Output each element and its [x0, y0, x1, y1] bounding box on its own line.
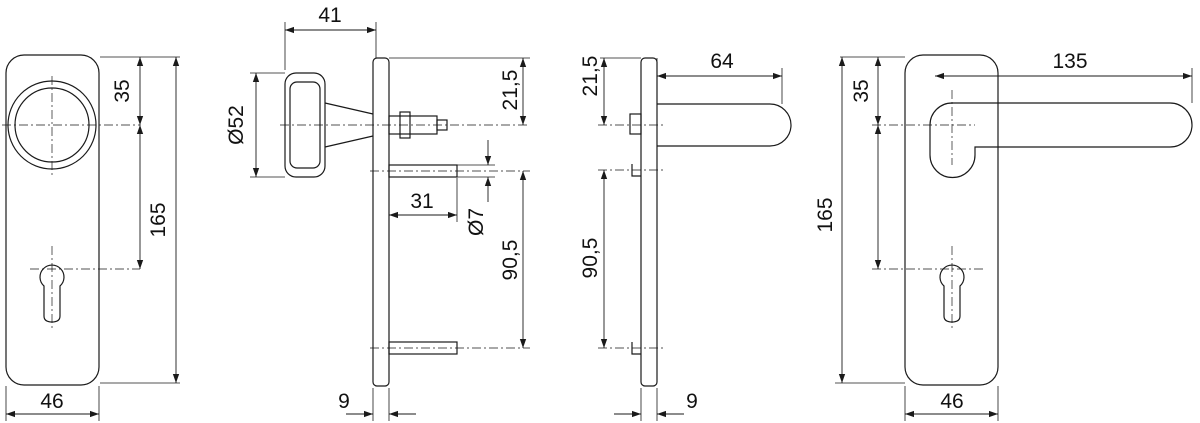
knob-rose-plate	[5, 54, 100, 386]
dim-lever-offset: 35	[850, 79, 873, 102]
dim-lever-plate-thickness: 9	[686, 390, 698, 413]
side-view-knob: 41 Ø52 21,5 31 Ø7 90,5 9	[225, 4, 530, 421]
dim-lever-spindle-offset: 21,5	[579, 56, 602, 97]
lever-handle-front	[929, 102, 1193, 179]
front-view-lever: 135 35 165 46	[814, 50, 1193, 421]
dim-lever-rose-width: 46	[940, 390, 963, 413]
dim-lever-projection: 64	[710, 50, 734, 73]
dim-lever-pin-spacing: 90,5	[579, 238, 602, 279]
dim-center-distance: 165	[147, 202, 170, 237]
dim-plate-thickness: 9	[338, 390, 350, 413]
dim-knob-projection: 41	[318, 4, 341, 27]
dim-knob-diameter: Ø52	[225, 105, 248, 145]
dim-pin-diameter: Ø7	[465, 208, 488, 236]
lever-rose-plate	[904, 54, 999, 386]
dim-knob-offset: 35	[111, 79, 134, 102]
door-plate-profile	[372, 57, 390, 387]
lever-keyhole	[939, 264, 965, 323]
dim-spindle-offset: 21,5	[499, 70, 522, 111]
dim-pin-length: 31	[410, 190, 433, 213]
dim-rose-width: 46	[40, 390, 63, 413]
dim-lever-center-distance: 165	[814, 197, 837, 232]
dim-lever-length: 135	[1052, 50, 1087, 73]
cylinder-keyhole	[39, 264, 65, 323]
side-view-lever: 64 21,5 90,5 9	[579, 50, 792, 421]
lever-plate-profile	[640, 57, 658, 387]
front-view-knob: 46 35 165	[2, 54, 180, 421]
dim-pin-spacing: 90,5	[499, 240, 522, 281]
lever-handle-side	[657, 103, 792, 147]
knob-neck	[324, 102, 374, 148]
